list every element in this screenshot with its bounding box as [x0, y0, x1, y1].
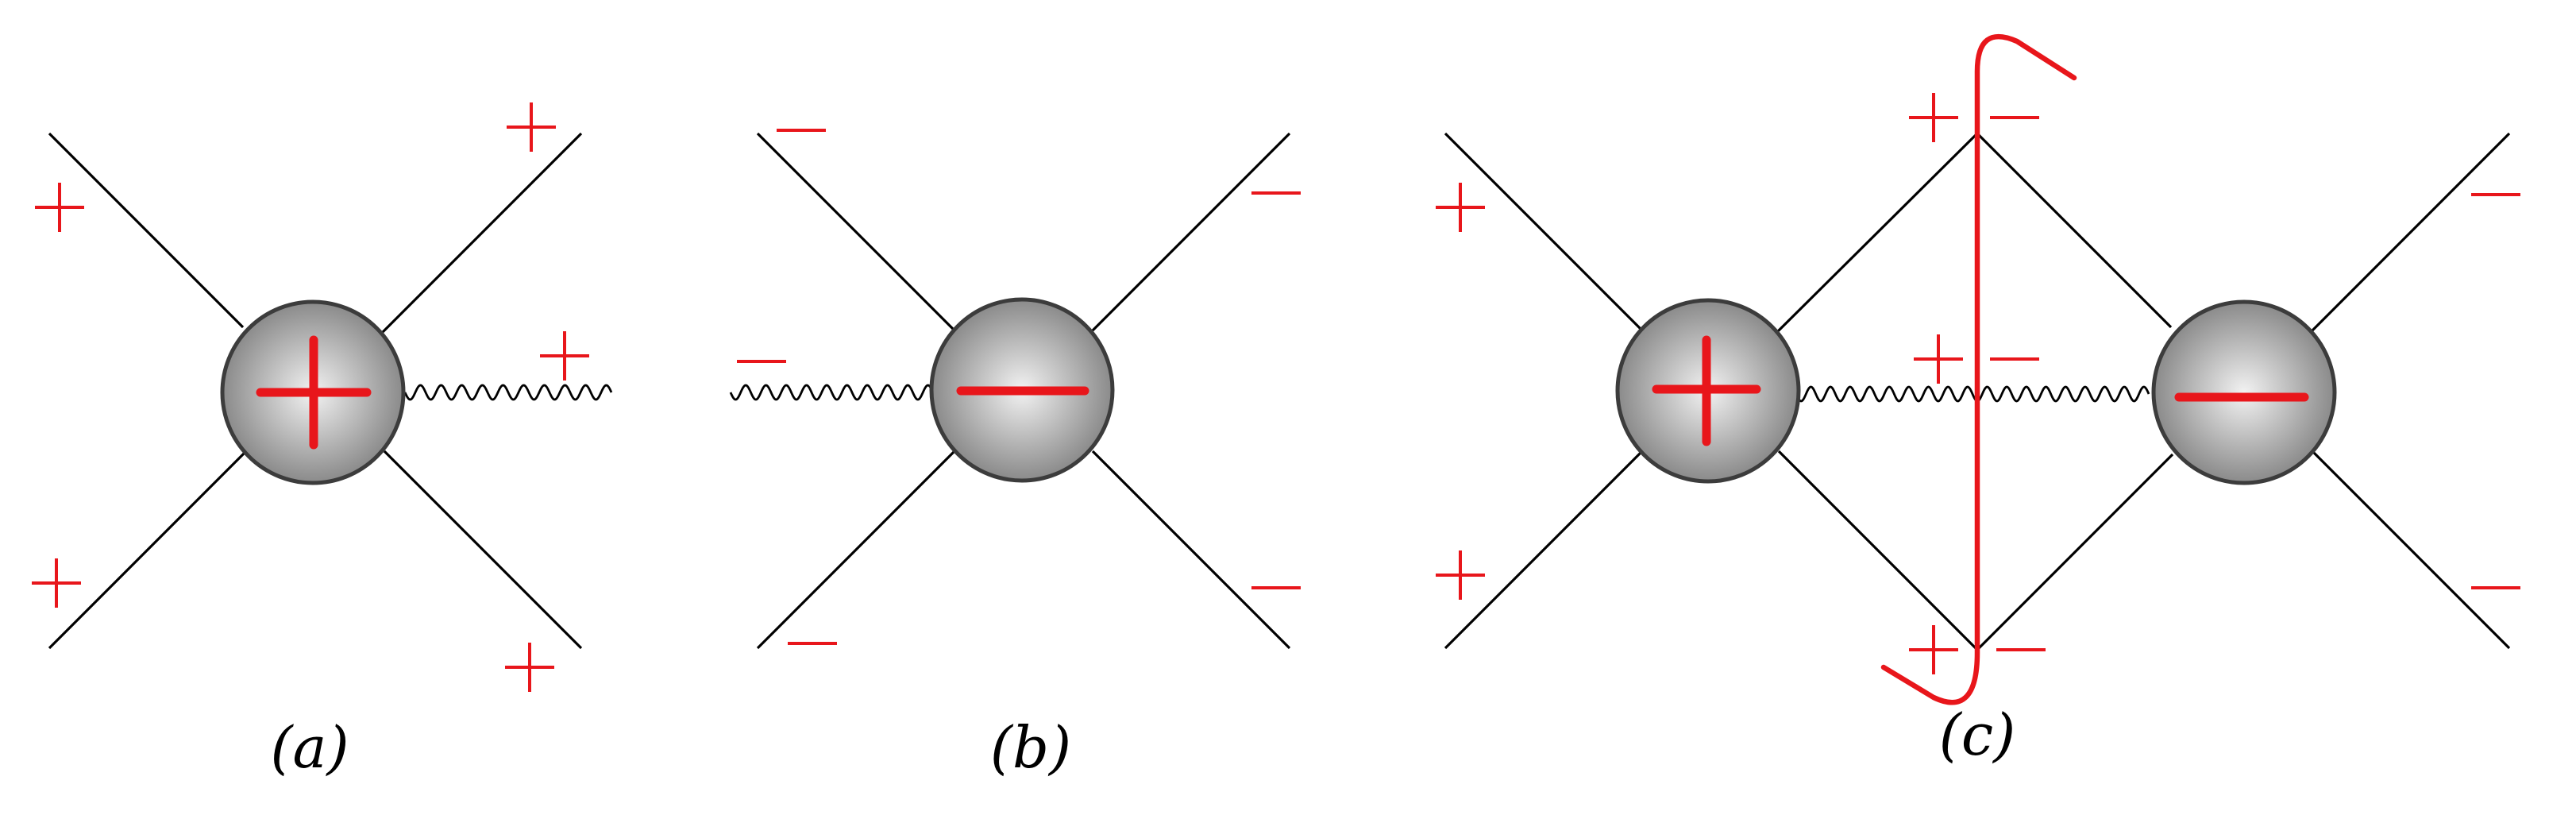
external-line-top-right	[1091, 132, 1291, 332]
helicity-plus-top-right	[507, 102, 556, 152]
external-line-top-right	[2309, 132, 2511, 334]
photon-line	[729, 384, 935, 401]
caption-b: (b)	[990, 714, 1071, 781]
internal-helicity-plus-middle	[1914, 334, 1963, 384]
helicity-plus-top-left	[35, 183, 84, 232]
caption-a: (a)	[270, 714, 349, 781]
internal-line-right-down	[1976, 453, 2174, 651]
helicity-plus-photon	[540, 331, 589, 380]
photon-line	[403, 384, 613, 401]
external-line-top-left	[1444, 132, 1642, 330]
helicity-plus-bottom-left	[1436, 550, 1485, 600]
internal-helicity-plus-top	[1909, 93, 1958, 142]
internal-helicity-plus-bottom	[1909, 625, 1958, 674]
external-line-bottom-left	[48, 450, 248, 650]
external-line-bottom-left	[1444, 448, 1645, 650]
external-line-top-left	[48, 132, 245, 329]
external-line-top-left	[756, 132, 959, 335]
diagram-c: (c)	[1436, 33, 2520, 768]
internal-line-left-down	[1777, 450, 1979, 651]
helicity-plus-top-left	[1436, 183, 1485, 232]
helicity-plus-bottom-left	[32, 558, 81, 608]
external-line-top-right	[381, 132, 583, 334]
helicity-plus-bottom-right	[505, 643, 554, 692]
diagram-a: (a)	[32, 102, 613, 781]
internal-photon-line	[1795, 385, 2150, 403]
internal-line-left-up	[1776, 132, 1979, 334]
external-line-bottom-right	[2309, 448, 2511, 650]
external-line-bottom-left	[756, 448, 958, 650]
vertex-plus-sign	[1652, 335, 1761, 446]
external-line-bottom-right	[1091, 450, 1291, 650]
unitarity-cut	[1880, 33, 2077, 705]
internal-line-right-up	[1976, 132, 2173, 329]
caption-c: (c)	[1939, 701, 2016, 768]
vertex-blob-right	[2151, 299, 2337, 485]
vertex-plus-sign	[256, 335, 372, 450]
external-line-bottom-right	[383, 450, 583, 650]
diagram-b: (b)	[729, 129, 1301, 781]
